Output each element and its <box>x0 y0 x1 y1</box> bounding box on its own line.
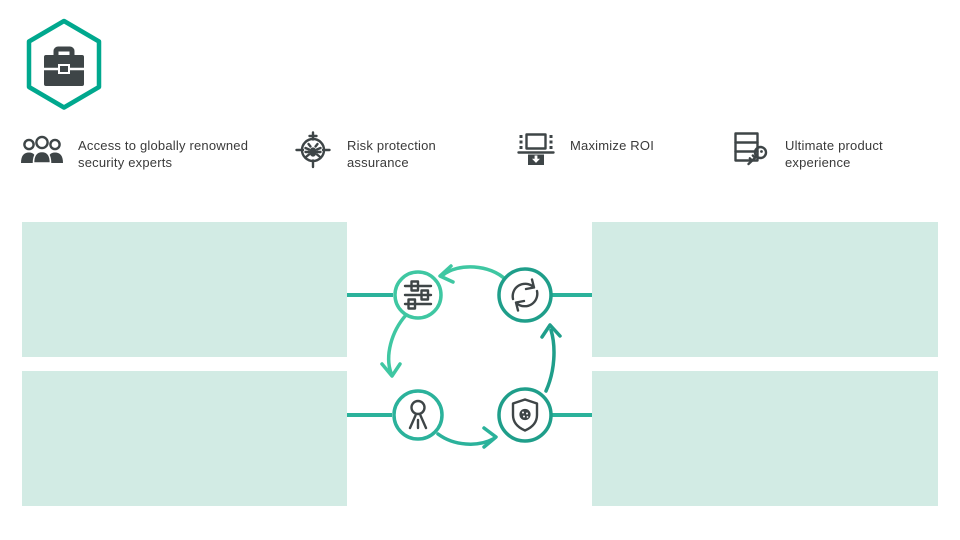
atm-dots <box>519 135 553 149</box>
refresh-icon <box>511 278 539 312</box>
product-key-icon <box>734 132 768 166</box>
team-icon <box>21 135 63 164</box>
sliders-icon <box>403 280 433 310</box>
cash-arrow-down <box>532 155 540 163</box>
feature-label: Maximize ROI <box>570 138 655 153</box>
feature-product-experience: Ultimate product experience <box>731 129 897 171</box>
arrow-bottom <box>436 432 495 446</box>
feature-security-experts: Access to globally renowned security exp… <box>20 129 266 175</box>
briefcase-icon <box>44 46 84 86</box>
hexagon-outline <box>26 18 102 110</box>
arrow-top <box>441 265 508 282</box>
feature-maximize-roi: Maximize ROI <box>516 129 710 169</box>
briefcase-hexagon-logo <box>26 18 102 110</box>
arrowhead-bottom <box>482 426 498 449</box>
arrowhead-right <box>540 323 562 339</box>
atm-cash-icon <box>517 133 555 165</box>
content-placeholder-bottom-right <box>592 371 938 506</box>
arrow-left <box>386 313 408 375</box>
arrowhead-left <box>380 362 402 378</box>
shield-virus-icon <box>511 398 539 432</box>
feature-label: Ultimate product experience <box>785 138 883 170</box>
person-icon <box>408 399 428 430</box>
feature-label: Access to globally renowned security exp… <box>78 138 249 170</box>
arrowhead-top <box>438 264 455 284</box>
node-update <box>497 267 553 323</box>
content-placeholder-top-left <box>22 222 347 357</box>
feature-label: Risk protection assurance <box>347 138 436 170</box>
content-placeholder-bottom-left <box>22 371 347 506</box>
feature-risk-protection: Risk protection assurance <box>293 129 453 171</box>
bug-glyph <box>304 142 322 158</box>
key-glyph <box>747 145 768 166</box>
arrow-right <box>544 328 556 393</box>
content-placeholder-top-right <box>592 222 938 357</box>
bug-target-icon <box>295 131 331 169</box>
